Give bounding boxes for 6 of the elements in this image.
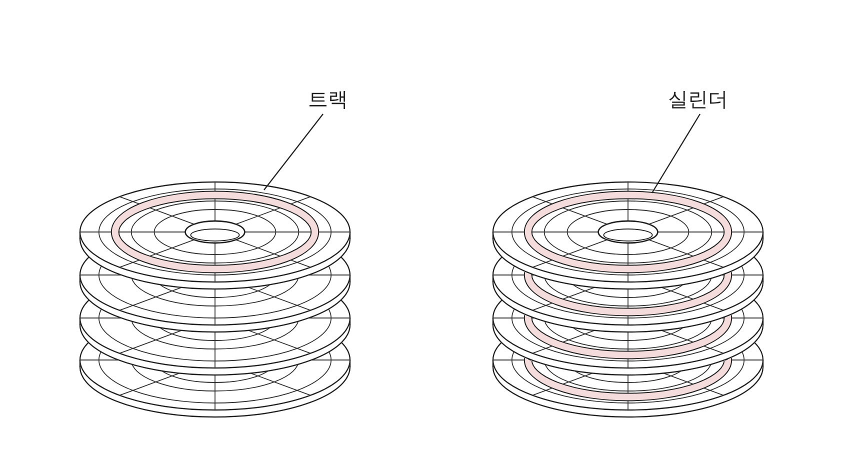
- track-ring: [110, 190, 320, 274]
- track-label: 트랙: [308, 86, 348, 113]
- cylinder-label: 실린더: [668, 86, 728, 113]
- leader-line: [651, 114, 701, 194]
- cylinder-rings: [524, 190, 732, 402]
- leader-line: [264, 114, 324, 190]
